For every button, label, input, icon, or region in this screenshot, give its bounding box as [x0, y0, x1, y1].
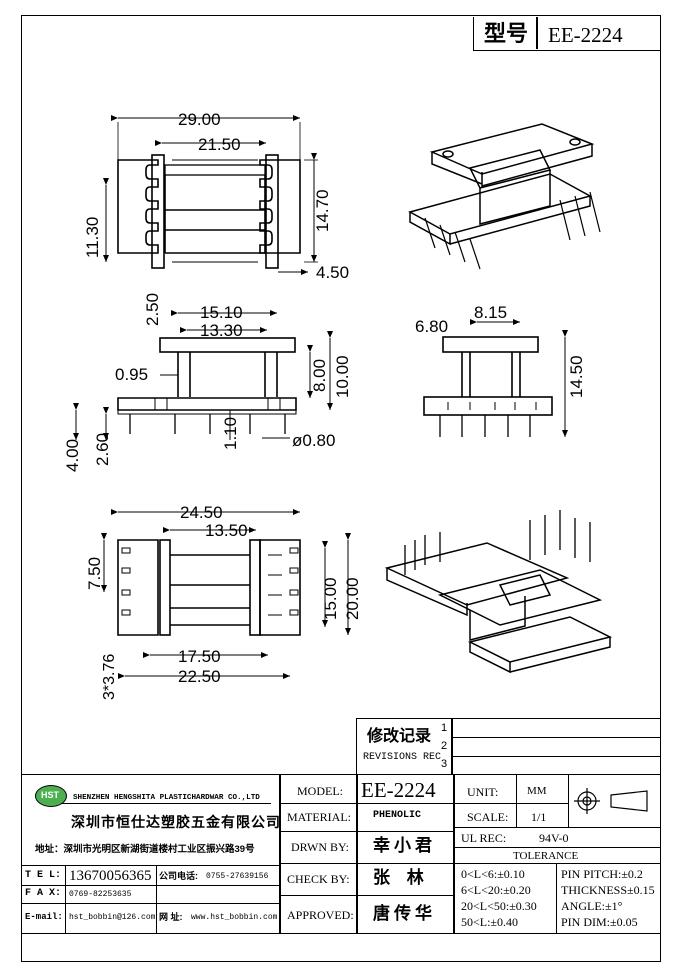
dim-8-00: 8.00	[310, 359, 329, 392]
phone-label: 公司电话:	[159, 871, 198, 881]
scale-label: SCALE:	[467, 810, 509, 824]
tolerance-4: 50<L:±0.40	[461, 915, 519, 929]
side-view	[423, 319, 568, 437]
dim-8-15: 8.15	[474, 303, 507, 322]
dim-24-50: 24.50	[180, 503, 223, 522]
check-label: CHECK BY:	[287, 872, 350, 886]
model-label: MODEL:	[297, 784, 343, 798]
tolerance-label: TOLERANCE	[513, 850, 579, 862]
pin-dim-tolerance: PIN DIM:±0.05	[561, 915, 638, 929]
dim-20-00: 20.00	[343, 577, 362, 620]
revisions-table: 修改记录 REVISIONS REC 1 2 3	[356, 718, 661, 774]
revision-row-1: 1	[441, 722, 448, 734]
dim-1-10: 1.10	[221, 417, 240, 450]
scale-value: 1/1	[531, 810, 547, 824]
dim-pin-diameter: ø0.80	[292, 431, 335, 450]
dim-14-50: 14.50	[567, 355, 586, 398]
material-value: PHENOLIC	[373, 810, 422, 821]
isometric-view-top	[408, 123, 601, 270]
pin-pitch-tolerance: PIN PITCH:±0.2	[561, 867, 643, 881]
email-label: E-mail:	[25, 912, 63, 922]
check-value: 张 林	[373, 868, 430, 887]
dim-22-50: 22.50	[178, 667, 221, 686]
model-value: EE-2224	[361, 778, 436, 802]
revision-row-2: 2	[441, 740, 448, 752]
fax-label: F A X:	[25, 888, 62, 899]
model-header-value: EE-2224	[548, 23, 623, 47]
dim-2-50: 2.50	[143, 293, 162, 326]
angle-tolerance: ANGLE:±1°	[561, 899, 623, 913]
unit-label: UNIT:	[467, 785, 499, 799]
approved-label: APPROVED:	[287, 908, 354, 922]
fax-value: 0769-82253635	[69, 890, 132, 899]
dim-10-00: 10.00	[333, 355, 352, 398]
company-box: HST SHENZHEN HENGSHITA PLASTICHARDWAR CO…	[21, 775, 281, 933]
tel-value: 13670056365	[69, 868, 152, 884]
company-name-cn: 深圳市恒仕达塑胶五金有限公司	[71, 814, 281, 830]
bottom-view	[101, 509, 351, 679]
dim-6-80: 6.80	[415, 317, 448, 336]
drawing-frame	[21, 15, 661, 962]
top-view	[103, 115, 318, 275]
revisions-label-cn: 修改记录	[367, 728, 432, 745]
tolerance-1: 0<L<6:±0.10	[461, 867, 525, 881]
email-value: hst_bobbin@126.com	[69, 913, 156, 922]
unit-value: MM	[527, 785, 547, 797]
dim-17-50: 17.50	[178, 647, 221, 666]
company-address: 地址：深圳市光明区新湖街道楼村工业区振兴路39号	[35, 844, 255, 855]
revision-row-3: 3	[441, 758, 448, 770]
drawn-label: DRWN BY:	[291, 840, 349, 854]
dim-21-50: 21.50	[198, 135, 241, 154]
dim-11-30: 11.30	[83, 217, 102, 258]
dim-4-50: 4.50	[316, 263, 349, 282]
revisions-label-en: REVISIONS REC	[363, 752, 442, 763]
thickness-tolerance: THICKNESS±0.15	[561, 883, 655, 897]
model-header: 型号 EE-2224	[473, 17, 661, 51]
web-value: www.hst_bobbin.com	[191, 913, 278, 922]
dim-13-30: 13.30	[200, 321, 243, 340]
technical-drawing: 29.00 21.50 11.30 14.70 4.50 2.50 15.10 …	[63, 110, 613, 700]
dim-29-00: 29.00	[178, 110, 221, 129]
web-label: 网 址:	[159, 912, 183, 922]
approved-value: 唐传华	[373, 904, 436, 923]
ul-label: UL REC:	[461, 831, 507, 845]
material-label: MATERIAL:	[287, 810, 351, 824]
dim-0-95: 0.95	[115, 365, 148, 384]
company-logo: HST	[35, 785, 67, 807]
tolerance-2: 6<L<20:±0.20	[461, 883, 531, 897]
tolerance-3: 20<L<50:±0.30	[461, 899, 537, 913]
dim-15-10: 15.10	[200, 303, 243, 322]
dim-3x3-76: 3*3.76	[101, 654, 118, 700]
phone-value: 0755-27639156	[206, 872, 269, 881]
front-view	[73, 310, 333, 440]
dim-2-60: 2.60	[93, 433, 112, 466]
dim-4-00: 4.00	[63, 439, 82, 472]
projection-symbol	[574, 788, 648, 814]
drawn-value: 幸小君	[373, 836, 436, 855]
tel-label: T E L:	[25, 870, 62, 881]
dim-15-00: 15.00	[321, 577, 340, 620]
isometric-view-bottom	[384, 510, 613, 674]
company-name-en: SHENZHEN HENGSHITA PLASTICHARDWAR CO.,LT…	[73, 794, 260, 802]
dim-7-50: 7.50	[85, 557, 104, 590]
dim-14-70: 14.70	[313, 189, 332, 232]
title-block: HST SHENZHEN HENGSHITA PLASTICHARDWAR CO…	[21, 774, 661, 934]
ul-value: 94V-0	[539, 831, 569, 845]
type-label: 型号	[484, 21, 529, 46]
dim-13-50: 13.50	[205, 521, 248, 540]
